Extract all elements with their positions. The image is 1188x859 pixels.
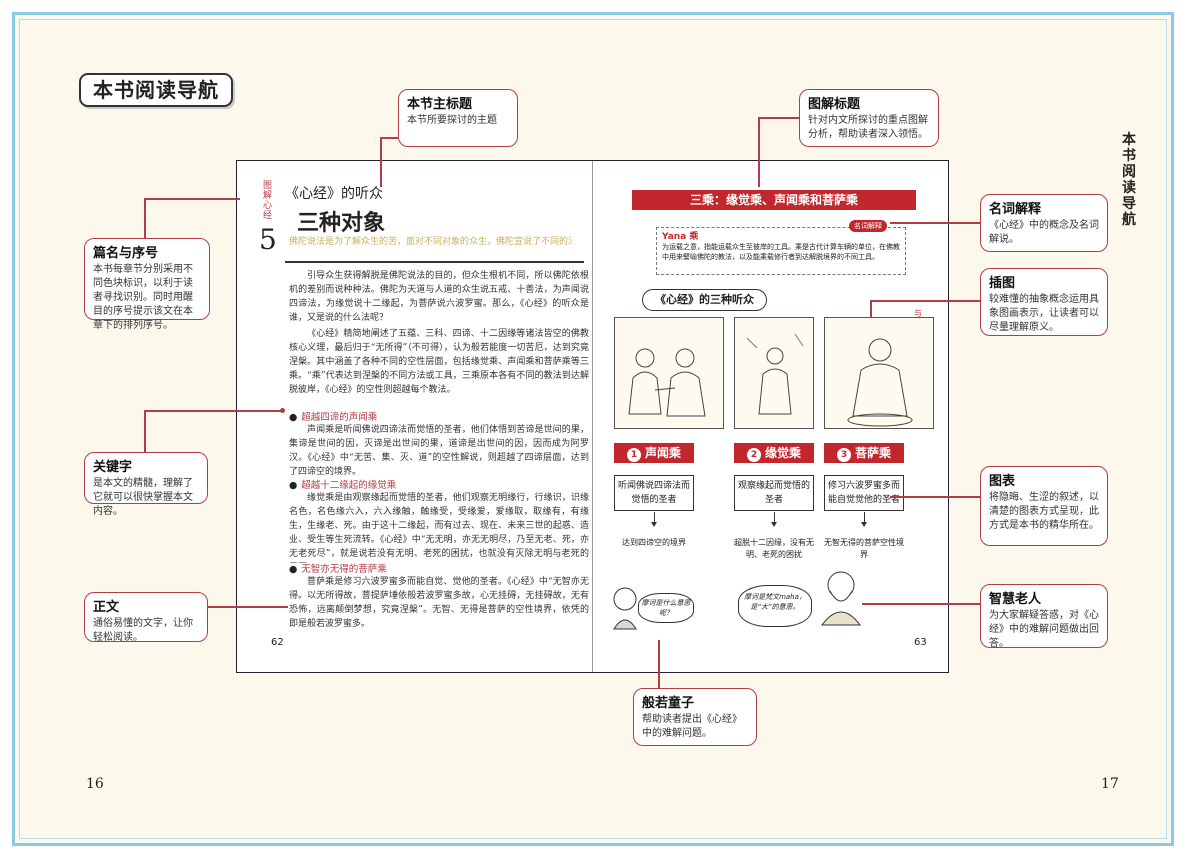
category-box: 观察缘起而觉悟的圣者 <box>734 475 814 511</box>
category-box: 修习六波罗蜜多而能自觉觉他的圣者 <box>824 475 904 511</box>
diagram-header: 三乘：缘觉乘、声闻乘和菩萨乘 <box>632 190 916 210</box>
arrow <box>861 512 867 527</box>
paragraph: 缘觉乘是由观察缘起而觉悟的圣者，他们观察无明缘行，行缘识，识缘名色，名色缘六入，… <box>289 493 589 559</box>
term-title: Yana 乘 <box>662 232 699 242</box>
callout-chapter: 篇名与序号 本书每章节分别采用不同色块标识，以利于读者寻找识别。同时用醒目的序号… <box>84 238 210 331</box>
divider <box>285 261 584 263</box>
page-number: 62 <box>271 637 284 648</box>
callout-term: 名词解释 《心经》中的概念及名词解说。 <box>980 194 1108 252</box>
illustration-bodhisattva <box>824 317 934 429</box>
term-box: Yana 乘 为运载之意，指能运载众生至彼岸的工具。乘是古代计算车辆的单位，在佛… <box>656 227 906 275</box>
prajna-child-figure <box>608 585 642 635</box>
section-title: 三种对象 <box>297 210 386 236</box>
arrow <box>651 512 657 527</box>
callout-chart: 图表 将隐晦、生涩的叙述，以清楚的图表方式呈现，此方式是本书的精华所在。 <box>980 466 1108 546</box>
keyword-line: 佛陀说法是为了解众生的苦，面对不同对象的众生，佛陀宣说了不同的法门，即声闻、缘觉… <box>289 237 572 246</box>
illustration-monks <box>614 317 724 429</box>
category-result: 无智无得的菩萨空性境界 <box>824 538 904 559</box>
callout-diagram-title: 图解标题 针对内文所探讨的重点图解分析，帮助读者深入领悟。 <box>799 89 939 147</box>
page-number-left: 16 <box>86 776 104 792</box>
term-text: 为运载之意，指能运载众生至彼岸的工具。乘是古代计算车辆的单位，在佛教中用来譬喻佛… <box>662 243 900 261</box>
guide-title: 本书阅读导航 <box>79 73 233 107</box>
section-number: 5 <box>259 223 277 256</box>
child-speech-bubble: 摩诃是什么意思呢？ <box>638 593 694 623</box>
audience-pill: 《心经》的三种听众 <box>642 289 767 311</box>
paragraph: 引导众生获得解脱是佛陀说法的目的，但众生根机不同，所以佛陀依根机的差别而说种种法… <box>289 271 589 323</box>
elder-speech-bubble: 摩诃是梵文maha，是“大”的意思。 <box>738 585 812 627</box>
paragraph: 菩萨乘是修习六波罗蜜多而能自觉、觉他的圣者。《心经》中“无智亦无得。以无所得故，… <box>289 577 589 629</box>
chapter-tag: 图解心经 <box>263 181 273 221</box>
term-tag: 名词解释 <box>849 220 887 232</box>
callout-illustration: 插图 较难懂的抽象概念运用具象图画表示，让读者可以尽量理解原义。 <box>980 268 1108 336</box>
callout-body: 正文 通俗易懂的文字，让你轻松阅读。 <box>84 592 208 643</box>
category-result: 达到四谛空的境界 <box>622 538 686 547</box>
section-subtitle: 《心经》的听众 <box>285 186 383 202</box>
right-page: 三乘：缘觉乘、声闻乘和菩萨乘 Yana 乘 为运载之意，指能运载众生至彼岸的工具… <box>594 161 948 672</box>
category-box: 听闻佛说四谛法而觉悟的圣者 <box>614 475 694 511</box>
callout-main-title: 本节主标题 本节所要探讨的主题 <box>398 89 518 147</box>
category-result: 超脱十二因缘，没有无明、老死的困扰 <box>734 538 814 559</box>
callout-wise-elder: 智慧老人 为大家解疑答惑，对《心经》中的难解问题做出回答。 <box>980 584 1108 649</box>
keyword-heading: ●超越十二缘起的缘觉乘 <box>289 480 397 491</box>
illustration-hermit <box>734 317 814 429</box>
callout-keyword: 关键字 是本文的精髓，理解了它就可以很快掌握本文内容。 <box>84 452 208 517</box>
vertical-guide-title: 本书阅读导航 <box>1122 132 1136 228</box>
callout-prajna-child: 般若童子 帮助读者提出《心经》中的难解问题。 <box>633 688 757 746</box>
keyword-heading: ●超越四谛的声闻乘 <box>289 412 378 423</box>
keyword-heading: ●无智亦无得的菩萨乘 <box>289 564 387 575</box>
page-number: 63 <box>914 637 927 648</box>
left-page: 图解心经 《心经》的听众 三种对象 5 佛陀说法是为了解众生的苦，面对不同对象的… <box>237 161 593 672</box>
wise-elder-figure <box>816 567 866 631</box>
arrow <box>771 512 777 527</box>
page-number-right: 17 <box>1101 776 1119 792</box>
book-spread: 图解心经 《心经》的听众 三种对象 5 佛陀说法是为了解众生的苦，面对不同对象的… <box>236 160 949 673</box>
paragraph: 声闻乘是听闻佛说四谛法而觉悟的圣者，他们体悟到苦谛是世间的果，集谛是世间的因，灭… <box>289 425 589 477</box>
paragraph: 《心经》精简地阐述了五蕴、三科、四谛、十二因缘等诸法皆空的佛教核心义理，最后归于… <box>289 329 589 395</box>
